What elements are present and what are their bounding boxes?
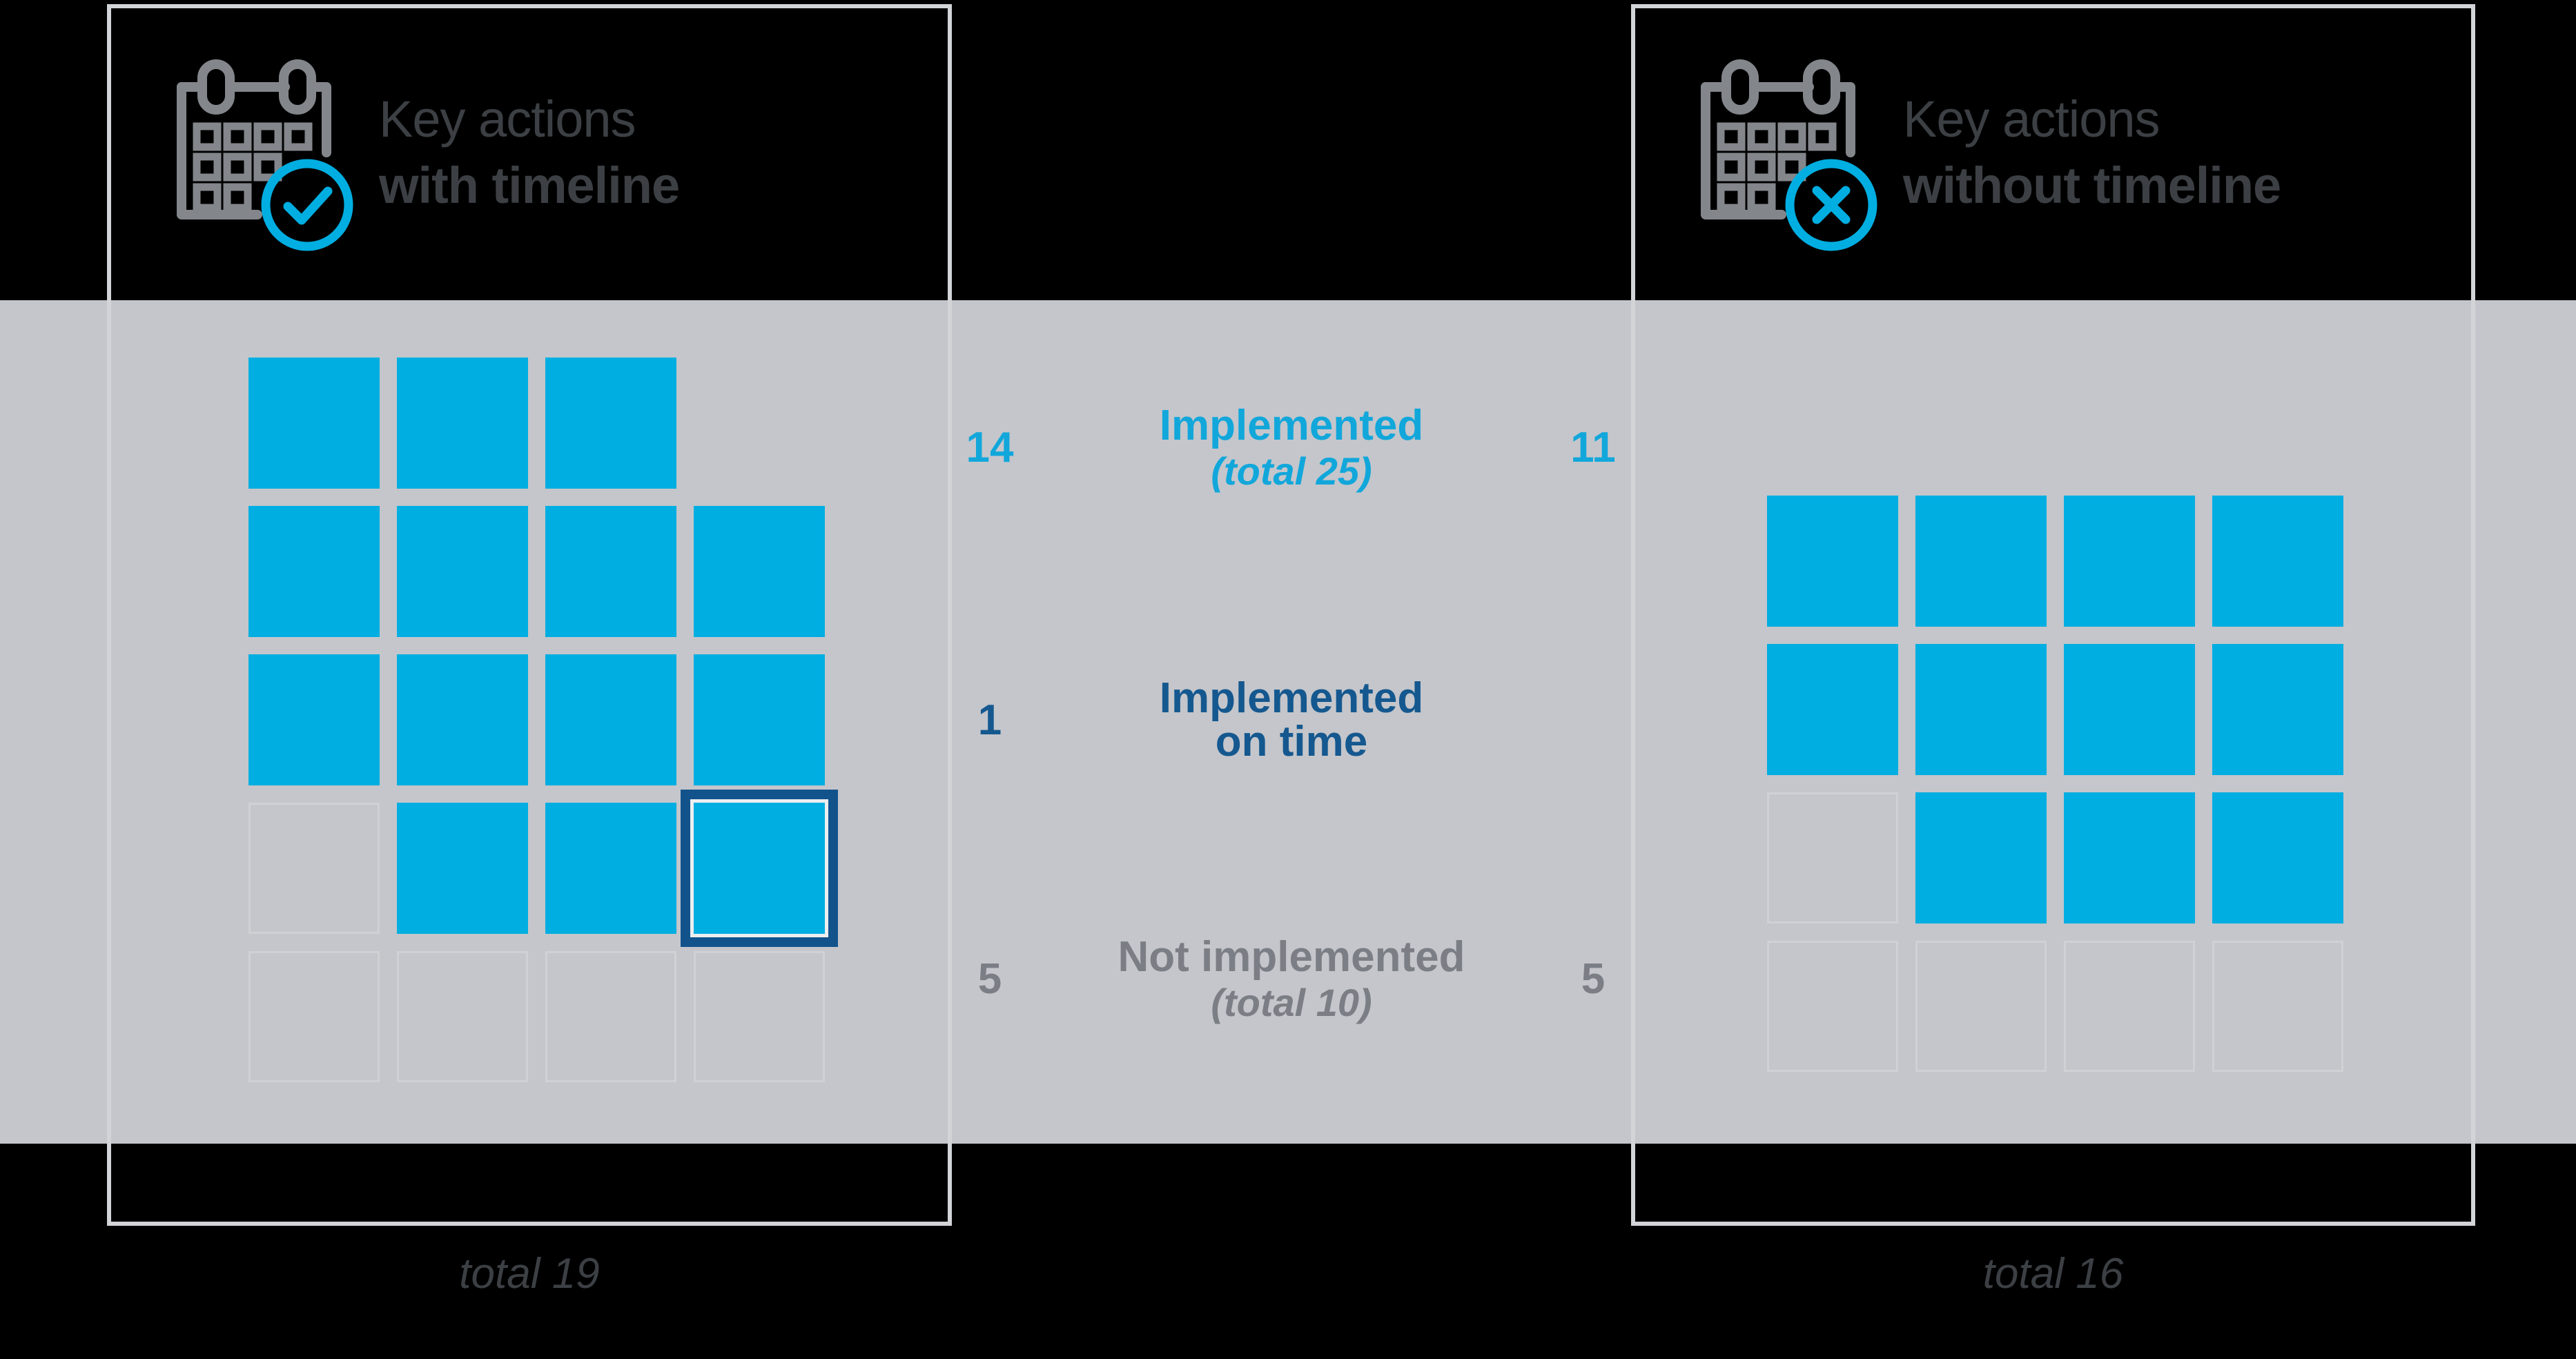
legend-title-on-time: Implemented [1159, 674, 1424, 722]
grid-cell [397, 803, 528, 934]
grid-cell [2064, 496, 2195, 627]
grid-cell [2212, 941, 2343, 1072]
grid-cell [2064, 941, 2195, 1072]
grid-cell [2064, 792, 2195, 923]
grid-cell [545, 506, 676, 637]
grid-cell [397, 506, 528, 637]
legend-subtitle-implemented: (total 25) [1211, 449, 1372, 493]
legend: 14 Implemented (total 25) 11 1 Implement… [952, 300, 1631, 1144]
grid-cell [694, 506, 825, 637]
grid-cell [248, 951, 380, 1082]
grid-cell [545, 358, 676, 489]
grid-cell [2212, 644, 2343, 775]
total-label-right: total 16 [1982, 1250, 2124, 1298]
calendar-icon [154, 49, 361, 256]
legend-right-count-implemented: 11 [1570, 423, 1616, 471]
squares-grid-left [248, 358, 838, 1082]
grid-cell [397, 358, 528, 489]
grid-cell [2064, 644, 2195, 775]
panel-header-left: Key actions with timeline [111, 8, 948, 297]
grid-cell [1915, 941, 2047, 1072]
grid-cell [1767, 644, 1898, 775]
grid-cell [545, 951, 676, 1082]
legend-left-count-implemented: 14 [966, 423, 1014, 471]
calendar-icon [1678, 49, 1885, 256]
check-circle-icon [256, 154, 358, 256]
panel-with-timeline: Key actions with timeline [107, 4, 952, 1226]
x-circle-icon [1780, 154, 1882, 256]
grid-cell [694, 654, 825, 785]
legend-subtitle-on-time: on time [1215, 718, 1368, 766]
legend-title-not-implemented: Not implemented [1118, 933, 1465, 981]
legend-title-implemented: Implemented [1159, 402, 1424, 449]
grid-cell [681, 790, 838, 947]
grid-cell [1767, 792, 1898, 923]
legend-subtitle-not-implemented: (total 10) [1211, 981, 1372, 1025]
grid-cell [2212, 496, 2343, 627]
total-label-left: total 19 [459, 1250, 600, 1298]
grid-cell [694, 951, 825, 1082]
grid-cell [248, 803, 380, 934]
panel-title-right: Key actions without timeline [1903, 94, 2281, 211]
grid-cell [248, 358, 380, 489]
grid-cell [397, 951, 528, 1082]
legend-row-implemented: 14 Implemented (total 25) 11 [952, 404, 1631, 491]
panel-title-line2: with timeline [379, 157, 680, 214]
grid-cell [694, 358, 825, 489]
grid-cell [545, 803, 676, 934]
panel-header-right: Key actions without timeline [1635, 8, 2471, 297]
grid-cell [2212, 792, 2343, 923]
legend-left-count-on-time: 1 [977, 696, 1002, 744]
grid-cell [1915, 496, 2047, 627]
squares-grid-right [1767, 496, 2343, 1072]
panel-without-timeline: Key actions without timeline [1631, 4, 2475, 1226]
grid-cell [545, 654, 676, 785]
legend-row-implemented-on-time: 1 Implemented on time [952, 674, 1631, 766]
grid-cell [248, 506, 380, 637]
grid-cell [1767, 941, 1898, 1072]
panel-title-line1: Key actions [1903, 90, 2160, 148]
grid-cell [1767, 496, 1898, 627]
legend-right-count-not-implemented: 5 [1581, 955, 1606, 1003]
legend-row-not-implemented: 5 Not implemented (total 10) 5 [952, 933, 1631, 1025]
panel-title-left: Key actions with timeline [379, 90, 680, 214]
grid-cell [1915, 792, 2047, 923]
grid-cell [248, 654, 380, 785]
grid-cell [1915, 644, 2047, 775]
panel-title-line2: without timeline [1903, 157, 2281, 214]
legend-left-count-not-implemented: 5 [977, 955, 1002, 1003]
panel-title-line1: Key actions [379, 90, 636, 148]
grid-cell [397, 654, 528, 785]
